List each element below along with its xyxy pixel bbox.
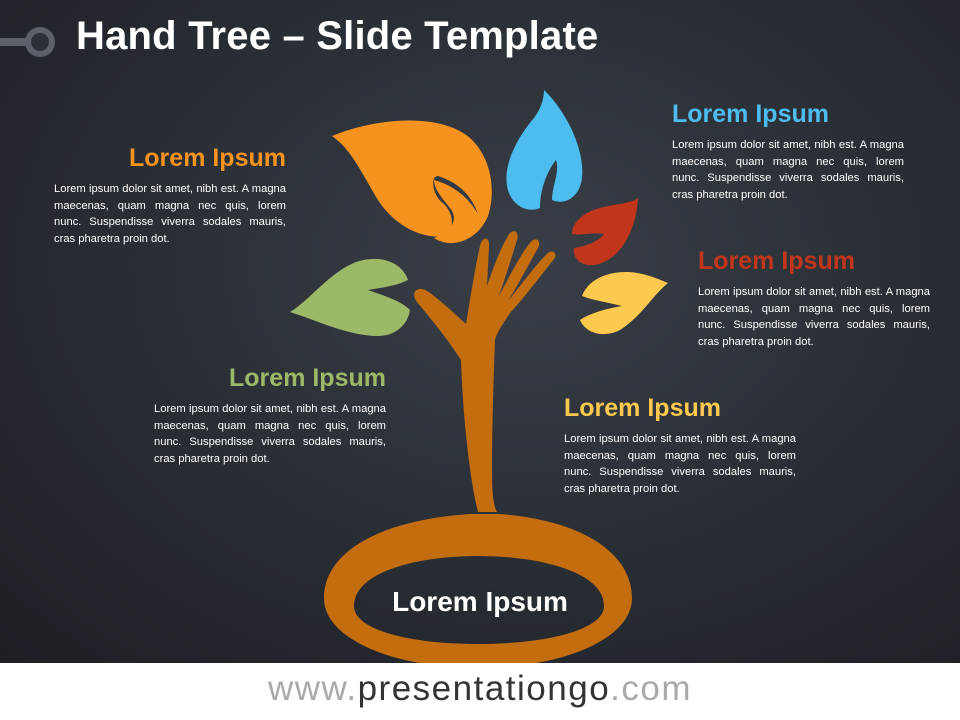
root-ring (324, 514, 632, 663)
text-block-red: Lorem Ipsum Lorem ipsum dolor sit amet, … (698, 247, 930, 350)
body-yellow: Lorem ipsum dolor sit amet, nibh est. A … (564, 433, 796, 495)
title-knob-icon (0, 27, 55, 57)
heading-red: Lorem Ipsum (698, 247, 855, 275)
body-orange: Lorem ipsum dolor sit amet, nibh est. A … (54, 183, 286, 245)
slide-title: Hand Tree – Slide Template (76, 14, 599, 58)
text-block-orange: Lorem Ipsum Lorem ipsum dolor sit amet, … (54, 144, 286, 247)
footer-url[interactable]: www.presentationgo.com (0, 669, 960, 709)
hand-trunk (414, 231, 556, 512)
footer-url-prefix: www. (267, 669, 358, 708)
heading-yellow: Lorem Ipsum (564, 394, 721, 422)
body-green: Lorem ipsum dolor sit amet, nibh est. A … (154, 403, 386, 465)
root-label: Lorem Ipsum (392, 586, 568, 617)
orange-leaf (332, 120, 492, 244)
body-red: Lorem ipsum dolor sit amet, nibh est. A … (698, 286, 930, 348)
footer-url-suffix: .com (610, 669, 693, 708)
green-leaf (290, 258, 410, 336)
footer-url-brand: presentationgo (357, 669, 611, 708)
red-leaf (572, 198, 638, 266)
heading-green: Lorem Ipsum (229, 364, 386, 392)
text-block-green: Lorem Ipsum Lorem ipsum dolor sit amet, … (154, 364, 386, 467)
footer: www.presentationgo.com (0, 663, 960, 720)
text-block-yellow: Lorem Ipsum Lorem ipsum dolor sit amet, … (564, 394, 796, 497)
heading-orange: Lorem Ipsum (129, 144, 286, 172)
text-block-blue: Lorem Ipsum Lorem ipsum dolor sit amet, … (672, 100, 904, 203)
body-blue: Lorem ipsum dolor sit amet, nibh est. A … (672, 139, 904, 201)
hand-tree-illustration (290, 90, 668, 663)
heading-blue: Lorem Ipsum (672, 100, 829, 128)
blue-leaf (506, 90, 583, 210)
yellow-leaf (580, 272, 668, 335)
slide: Hand Tree – Slide Template Lorem Ipsum L… (0, 0, 960, 663)
